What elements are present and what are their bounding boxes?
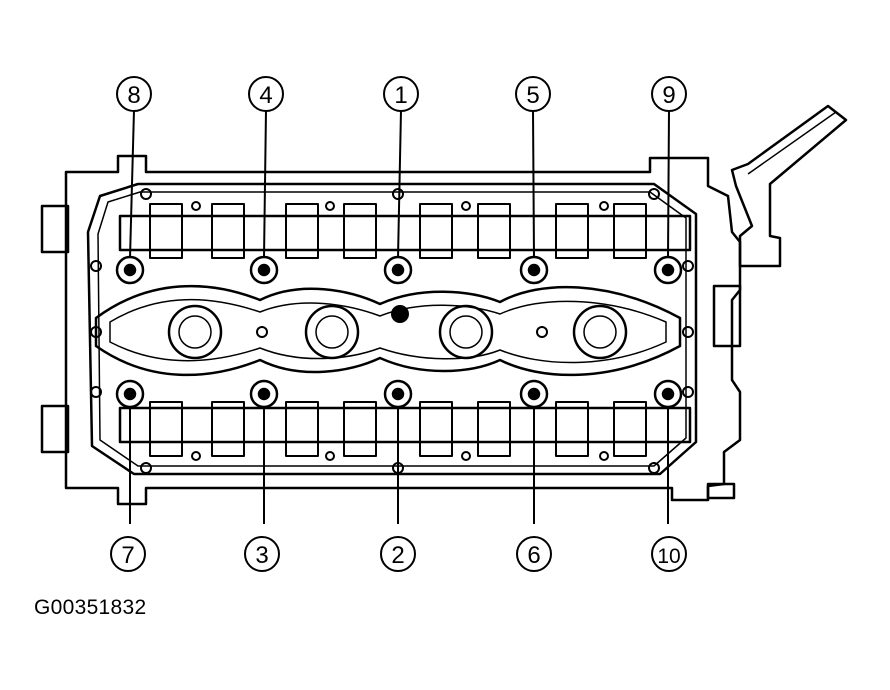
- callout-top-9-label: 9: [662, 82, 675, 109]
- callout-bottom-6-label: 6: [527, 542, 540, 569]
- spark-plug-bore-4: [572, 304, 628, 360]
- head-outline: [64, 154, 742, 506]
- left-boss-top: [40, 204, 70, 254]
- right-boss-lower: [706, 482, 736, 500]
- callout-top-8-label: 8: [127, 82, 140, 109]
- callout-bottom-2-label: 2: [391, 542, 404, 569]
- callout-bottom-2: 2: [380, 536, 416, 572]
- callout-top-9: 9: [651, 76, 687, 112]
- spark-plug-bore-3: [438, 304, 494, 360]
- left-boss-bottom: [40, 404, 70, 454]
- callout-bottom-3-label: 3: [255, 542, 268, 569]
- callout-bottom-7: 7: [110, 536, 146, 572]
- callout-top-1: 1: [383, 76, 419, 112]
- spark-plug-bore-1: [167, 304, 223, 360]
- cover-bolts: [90, 188, 694, 474]
- callout-top-5: 5: [515, 76, 551, 112]
- right-boss-upper: [712, 284, 742, 348]
- spark-plug-bore-2: [304, 304, 360, 360]
- callout-bottom-6: 6: [516, 536, 552, 572]
- gasket-outline: [86, 182, 698, 476]
- outlet-pipe: [730, 104, 848, 268]
- callout-top-4-label: 4: [259, 82, 272, 109]
- callout-top-1-label: 1: [394, 82, 407, 109]
- figure-id: G00351832: [34, 596, 147, 619]
- callout-top-4: 4: [248, 76, 284, 112]
- leader-lines: [129, 109, 670, 524]
- callout-top-5-label: 5: [526, 82, 539, 109]
- callout-bottom-10-label: 10: [657, 545, 680, 568]
- exhaust-cam-rail: [118, 406, 692, 444]
- center-gallery: [94, 284, 682, 377]
- callout-bottom-10: 10: [651, 536, 687, 572]
- head-bolts-bottom: [115, 379, 683, 409]
- callout-bottom-3: 3: [244, 536, 280, 572]
- callout-top-8: 8: [116, 76, 152, 112]
- bearing-caps: [149, 203, 647, 457]
- callout-bottom-7-label: 7: [121, 542, 134, 569]
- head-bolts-top: [115, 255, 683, 285]
- intake-cam-rail: [118, 214, 692, 252]
